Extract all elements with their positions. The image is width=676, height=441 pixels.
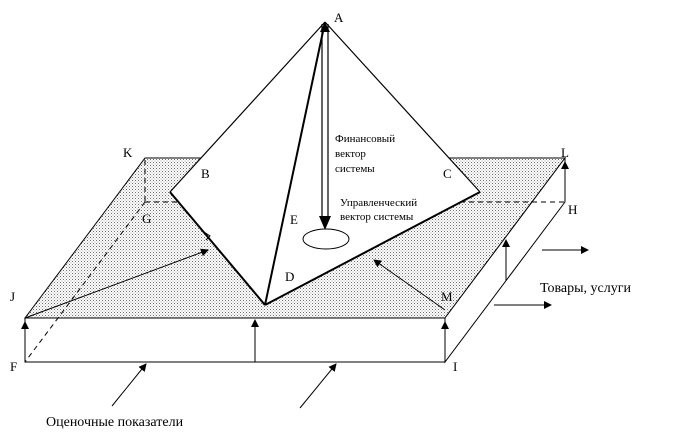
edge-a-b [169, 21, 326, 193]
label-point-j: J [10, 289, 15, 304]
label-point-b: B [201, 166, 210, 181]
apex-arrowhead [320, 22, 330, 32]
arrow-j-to-b [24, 248, 209, 319]
arrow-input-left [111, 363, 147, 407]
label-point-a: A [334, 10, 344, 25]
label-point-k: K [123, 145, 133, 160]
financial-vector-arrowhead [319, 216, 331, 230]
label-point-m: M [441, 289, 453, 304]
edge-a-c [324, 21, 481, 193]
financial-vector-label-line-3: системы [335, 163, 375, 175]
goods-services-caption: Товары, услуги [540, 281, 631, 296]
label-point-f: F [10, 359, 17, 374]
label-point-c: C [443, 166, 452, 181]
pyramid-face [170, 22, 480, 192]
hidden-edge-g-f [24, 201, 146, 363]
label-point-e: E [290, 212, 298, 227]
label-point-g: G [142, 211, 151, 226]
management-vector-label-line-1: Управленческий [340, 197, 417, 209]
label-point-i: I [453, 359, 457, 374]
financial-vector-label-line-1: Финансовый [335, 133, 395, 145]
label-point-h: H [568, 202, 577, 217]
point-e-ellipse [302, 228, 350, 250]
small-tick-mark [203, 231, 211, 241]
financial-vector-label-line-2: вектор [335, 148, 366, 160]
edge-b-d [169, 191, 266, 306]
edge-c-d [264, 191, 481, 306]
arrow-input-right [299, 363, 337, 409]
management-vector-label-line-2: вектор системы [340, 211, 414, 223]
label-point-d: D [285, 269, 294, 284]
arrow-m-to-pyramid [373, 259, 446, 311]
evaluation-indicators-caption: Оценочные показатели [46, 415, 184, 430]
label-point-l: L [561, 145, 569, 160]
box-front-face [24, 317, 446, 363]
edge-a-d [264, 21, 326, 306]
